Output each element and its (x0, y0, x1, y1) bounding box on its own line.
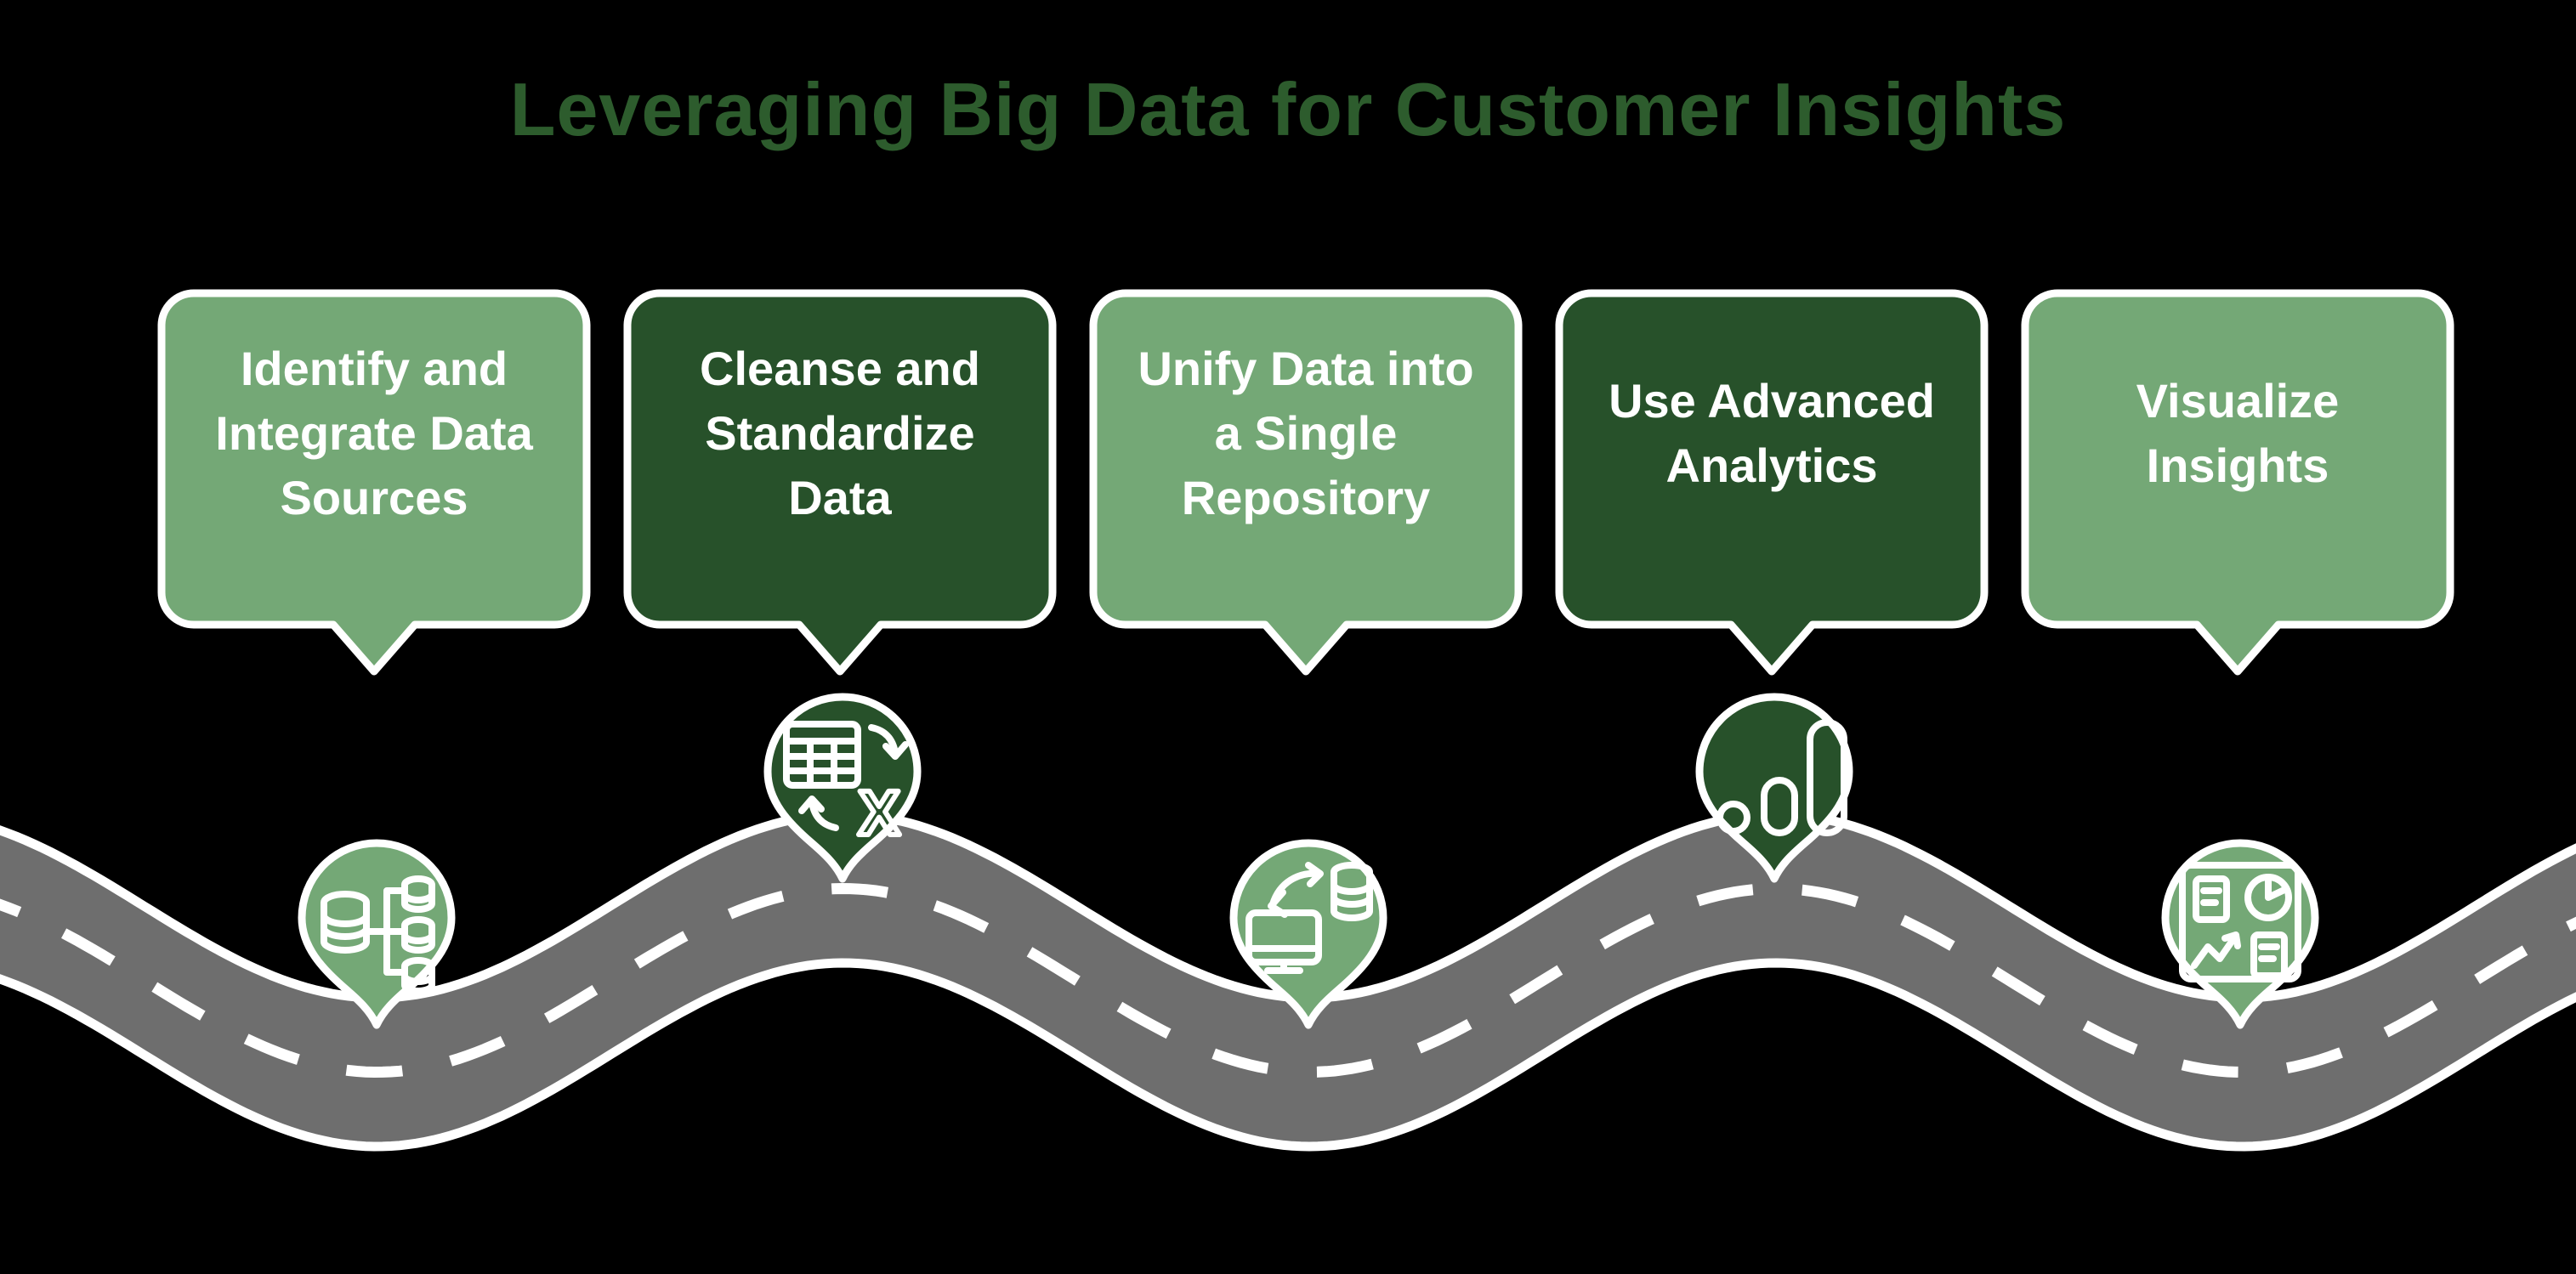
database-integration-icon (321, 875, 435, 994)
excel-x-glyph: X (858, 778, 899, 848)
step-2-text: Cleanse and Standardize Data (627, 293, 1053, 574)
step-label: Use Advanced Analytics (1609, 374, 1935, 492)
step-4-text: Use Advanced Analytics (1559, 293, 1984, 574)
step-label: Identify and Integrate Data Sources (215, 342, 533, 524)
speech-bubble-shape (1555, 289, 1989, 676)
pin-shape (2161, 839, 2319, 1029)
step-label: Visualize Insights (2136, 374, 2340, 492)
map-pin-3 (1229, 839, 1387, 1029)
step-bubble-4 (1555, 289, 1989, 676)
pin-shape (1229, 839, 1387, 1029)
step-label: Cleanse and Standardize Data (700, 342, 980, 524)
step-5-text: Visualize Insights (2025, 293, 2450, 574)
computer-database-sync-icon (1245, 862, 1373, 974)
step-bubble-2 (623, 289, 1057, 676)
table-to-excel-conversion-icon: X (783, 721, 909, 851)
dashboard-charts-icon (2179, 862, 2301, 982)
speech-bubble-shape (1089, 289, 1523, 676)
map-pin-4 (1695, 693, 1853, 883)
speech-bubble-shape (2021, 289, 2454, 676)
analytics-bars-icon (1716, 719, 1847, 836)
step-bubble-1 (157, 289, 591, 676)
map-pin-2: X (763, 693, 922, 883)
step-bubble-3 (1089, 289, 1523, 676)
step-bubble-5 (2021, 289, 2454, 676)
page-title: Leveraging Big Data for Customer Insight… (509, 67, 2067, 151)
map-pin-5 (2161, 839, 2319, 1029)
step-label: Unify Data into a Single Repository (1138, 342, 1474, 524)
speech-bubble-shape (157, 289, 591, 676)
map-pin-1 (298, 839, 456, 1029)
road-bottom-edge (0, 958, 2576, 1152)
step-1-text: Identify and Integrate Data Sources (162, 293, 587, 574)
road-surface (0, 814, 2576, 1147)
step-3-text: Unify Data into a Single Repository (1093, 293, 1518, 574)
speech-bubble-shape (623, 289, 1057, 676)
